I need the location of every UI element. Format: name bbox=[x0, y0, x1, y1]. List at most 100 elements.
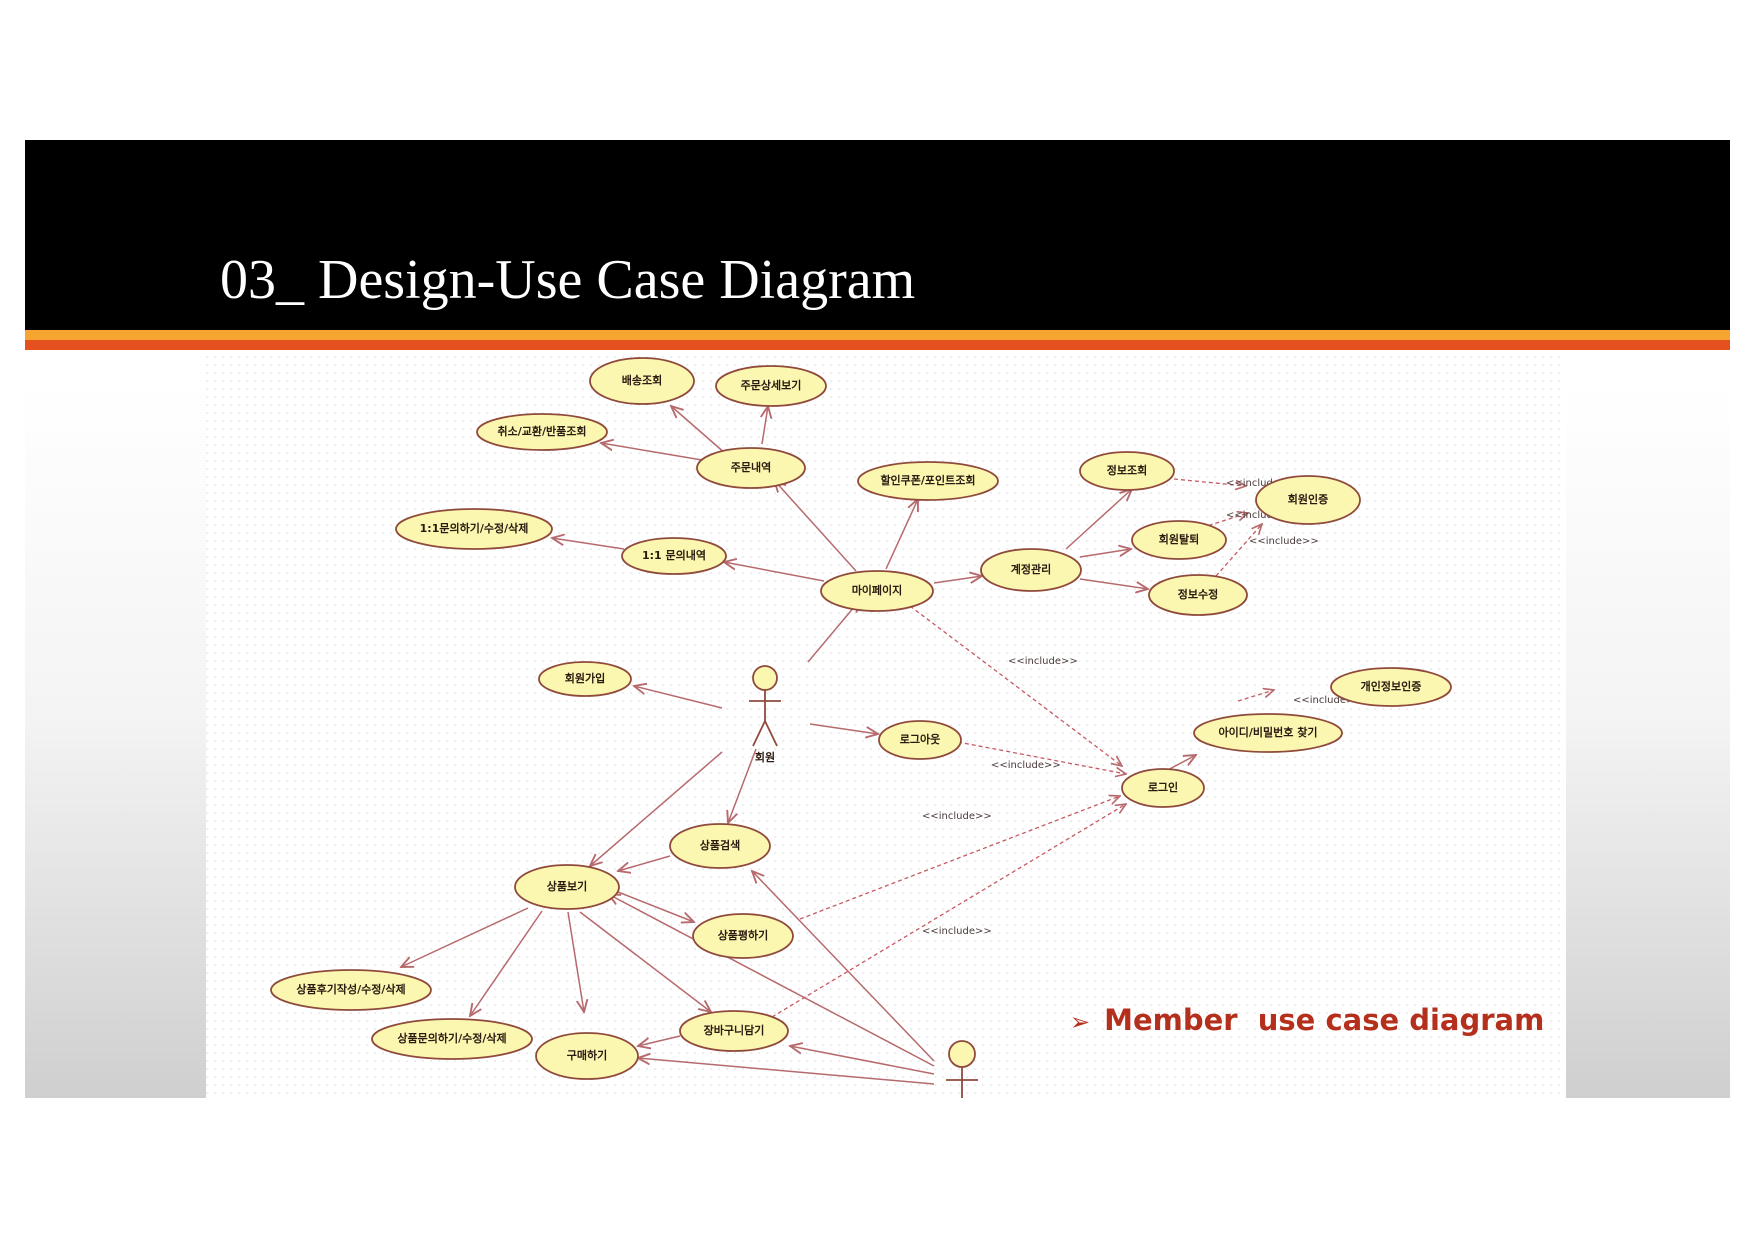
header-band: 03_ Design-Use Case Diagram bbox=[25, 140, 1730, 330]
usecase-label: 정보조회 bbox=[1107, 463, 1147, 477]
assoc-member-search bbox=[728, 748, 757, 823]
assoc-cart-purchase bbox=[638, 1035, 681, 1046]
usecase-label: 주문상세보기 bbox=[741, 378, 802, 392]
usecase-label: 아이디/비밀번호 찾기 bbox=[1219, 725, 1318, 739]
assoc-mypage-coupon bbox=[885, 499, 918, 570]
assoc-view-purchase bbox=[567, 911, 584, 1012]
usecase-label: 회원인증 bbox=[1288, 492, 1328, 506]
stereotype-logout-login: <<include>> bbox=[991, 760, 1061, 771]
include-withdraw-auth bbox=[1181, 513, 1248, 535]
assoc-view-cart bbox=[579, 911, 711, 1012]
assoc-mypage-account bbox=[933, 576, 982, 583]
usecase-label: 정보수정 bbox=[1178, 587, 1218, 601]
assoc-guest-view bbox=[608, 894, 935, 1067]
assoc-account-withdraw bbox=[1079, 549, 1131, 558]
usecase-label: 상품후기작성/수정/삭제 bbox=[296, 982, 405, 996]
usecase-logout: 로그아웃 bbox=[878, 720, 962, 760]
usecase-label: 회원탈퇴 bbox=[1159, 532, 1199, 546]
include-cart-login bbox=[771, 804, 1126, 1018]
usecase-order-detail: 주문상세보기 bbox=[715, 365, 827, 407]
assoc-guest-cart bbox=[790, 1046, 935, 1075]
usecase-delivery-view: 배송조회 bbox=[589, 357, 695, 405]
usecase-account-manage: 계정관리 bbox=[980, 548, 1082, 592]
usecase-label: 장바구니담기 bbox=[704, 1023, 765, 1037]
usecase-login: 로그인 bbox=[1121, 768, 1205, 808]
usecase-label: 로그인 bbox=[1148, 780, 1178, 794]
assoc-mypage-inquiry bbox=[724, 562, 825, 582]
usecase-coupon-point: 할인쿠폰/포인트조회 bbox=[857, 461, 999, 501]
slide-title: 03_ Design-Use Case Diagram bbox=[220, 249, 916, 311]
assoc-account-edit bbox=[1079, 578, 1148, 589]
usecase-label: 할인쿠폰/포인트조회 bbox=[880, 473, 975, 487]
assoc-member-logout bbox=[809, 723, 878, 734]
usecase-privacy-auth: 개인정보인증 bbox=[1330, 667, 1452, 707]
assoc-inquiry-write bbox=[552, 538, 625, 550]
usecase-product-rate: 상품평하기 bbox=[692, 913, 794, 959]
usecase-order-history: 주문내역 bbox=[696, 447, 806, 489]
association-lines bbox=[401, 406, 1196, 1085]
stereotype-findid-privacy: <<include>> bbox=[1293, 695, 1363, 706]
usecase-label: 회원가입 bbox=[565, 671, 605, 685]
diagram-caption: ➢ Member use case diagram bbox=[1070, 1000, 1544, 1042]
assoc-order-cancel bbox=[601, 443, 703, 461]
usecase-info-view: 정보조회 bbox=[1079, 451, 1175, 491]
stereotype-labels: <<include>> <<include>> <<include>> <<in… bbox=[922, 478, 1363, 937]
arrow-bullet-icon: ➢ bbox=[1070, 1008, 1091, 1036]
actor-member-label: 회원 bbox=[755, 750, 775, 764]
usecase-inquiry-write: 1:1문의하기/수정/삭제 bbox=[395, 508, 553, 550]
usecase-signup: 회원가입 bbox=[538, 661, 632, 697]
include-logout-login bbox=[957, 741, 1126, 774]
assoc-order-detail bbox=[762, 406, 768, 445]
usecase-cancel-exchange: 취소/교환/반품조회 bbox=[476, 413, 608, 451]
stereotype-rate-login: <<include>> bbox=[922, 811, 992, 822]
usecase-product-review: 상품후기작성/수정/삭제 bbox=[270, 969, 432, 1011]
usecase-label: 계정관리 bbox=[1011, 562, 1051, 576]
assoc-guest-purchase bbox=[638, 1058, 935, 1085]
usecase-label: 로그아웃 bbox=[900, 732, 940, 746]
use-case-diagram: <<include>> <<include>> <<include>> <<in… bbox=[206, 356, 1566, 1098]
usecase-label: 1:1문의하기/수정/삭제 bbox=[420, 521, 529, 535]
assoc-view-review bbox=[401, 907, 529, 967]
assoc-member-view bbox=[590, 751, 723, 866]
assoc-guest-search bbox=[752, 871, 935, 1062]
usecase-product-search: 상품검색 bbox=[669, 823, 771, 869]
assoc-view-rate bbox=[617, 891, 694, 922]
usecase-product-view: 상품보기 bbox=[514, 864, 620, 910]
usecase-label: 주문내역 bbox=[731, 460, 771, 474]
assoc-member-signup bbox=[634, 686, 723, 709]
actor-member: 회원 bbox=[749, 665, 781, 764]
usecase-withdraw: 회원탈퇴 bbox=[1131, 520, 1227, 560]
usecase-label: 상품평하기 bbox=[718, 928, 769, 942]
usecase-label: 개인정보인증 bbox=[1361, 679, 1422, 693]
usecase-purchase: 구매하기 bbox=[535, 1032, 639, 1080]
usecase-member-auth: 회원인증 bbox=[1255, 475, 1361, 525]
assoc-search-view bbox=[618, 855, 671, 871]
assoc-member-mypage bbox=[807, 600, 860, 663]
include-mypage-login bbox=[909, 605, 1122, 766]
accent-stripe-orange bbox=[25, 340, 1730, 350]
usecase-label: 1:1 문의내역 bbox=[642, 548, 706, 562]
usecase-label: 상품보기 bbox=[547, 879, 587, 893]
actor-guest bbox=[946, 1040, 978, 1098]
caption-text: Member use case diagram bbox=[1104, 1003, 1545, 1037]
usecase-label: 구매하기 bbox=[567, 1048, 607, 1062]
usecase-cart: 장바구니담기 bbox=[679, 1010, 789, 1052]
stereotype-mypage-login: <<include>> bbox=[1008, 656, 1078, 667]
assoc-view-qna bbox=[470, 910, 543, 1016]
usecase-label: 상품검색 bbox=[700, 838, 740, 852]
usecase-inquiry-history: 1:1 문의내역 bbox=[621, 537, 727, 575]
usecase-mypage: 마이페이지 bbox=[820, 570, 934, 612]
usecase-label: 상품문의하기/수정/삭제 bbox=[397, 1031, 506, 1045]
usecase-product-qna: 상품문의하기/수정/삭제 bbox=[371, 1018, 533, 1060]
include-info-auth bbox=[1173, 478, 1246, 486]
include-rate-login bbox=[799, 796, 1120, 920]
stereotype-info-auth: <<include>> bbox=[1226, 478, 1296, 489]
stereotype-cart-login: <<include>> bbox=[922, 926, 992, 937]
include-findid-privacy bbox=[1237, 690, 1274, 702]
usecase-info-edit: 정보수정 bbox=[1148, 574, 1248, 616]
include-lines bbox=[771, 478, 1274, 1018]
usecase-label: 배송조회 bbox=[622, 373, 662, 387]
assoc-account-info bbox=[1065, 489, 1132, 550]
stereotype-withdraw-auth: <<include>> bbox=[1226, 510, 1296, 521]
usecase-label: 마이페이지 bbox=[852, 583, 903, 597]
